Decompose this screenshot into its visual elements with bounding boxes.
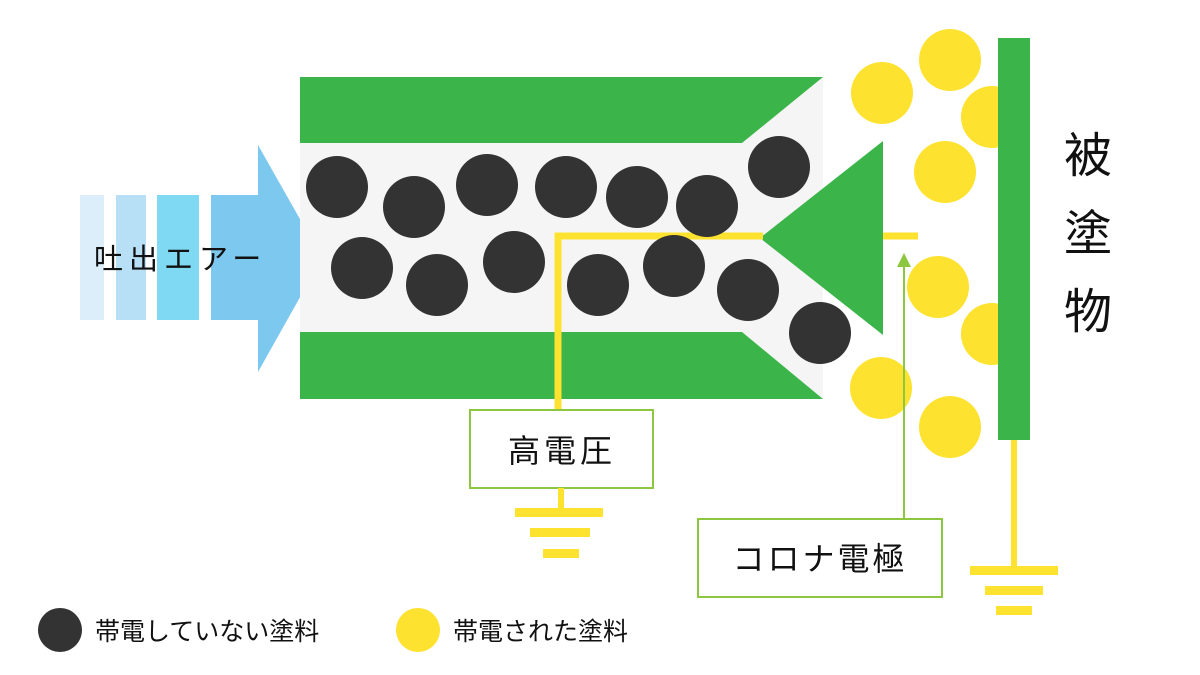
- target-label: 被 塗 物: [1064, 128, 1112, 340]
- uncharged-particle: [406, 254, 468, 316]
- charged-particle: [851, 62, 913, 124]
- svg-text:物: 物: [1064, 284, 1112, 340]
- uncharged-particle: [331, 237, 393, 299]
- uncharged-particle: [748, 136, 810, 198]
- legend-uncharged-swatch: [38, 608, 82, 652]
- uncharged-particle: [789, 302, 851, 364]
- corona-electrode-pointer: [897, 253, 911, 519]
- legend-uncharged-label: 帯電していない塗料: [95, 617, 319, 646]
- corona-electrode-tip: [760, 141, 883, 335]
- uncharged-particle: [383, 176, 445, 238]
- charged-particle: [907, 256, 969, 318]
- target-object-plate: [998, 38, 1030, 440]
- uncharged-particle: [456, 154, 518, 216]
- corona-electrode-box: [697, 518, 943, 598]
- discharge-air-label: 吐出エアー: [94, 242, 267, 276]
- discharge-air-arrow: [80, 145, 322, 372]
- svg-text:被: 被: [1064, 128, 1112, 184]
- uncharged-particle: [606, 166, 668, 228]
- svg-text:塗: 塗: [1064, 206, 1112, 262]
- legend-charged-swatch: [396, 608, 440, 652]
- nozzle-upper-wall: [300, 77, 823, 143]
- high-voltage-label: 高電圧: [508, 432, 616, 470]
- high-voltage-ground: [515, 488, 603, 558]
- uncharged-particle: [567, 254, 629, 316]
- uncharged-particle: [676, 175, 738, 237]
- uncharged-paint-particles: [306, 136, 851, 364]
- uncharged-particle: [306, 156, 368, 218]
- uncharged-particle: [535, 156, 597, 218]
- charged-particle: [850, 357, 912, 419]
- uncharged-particle: [717, 259, 779, 321]
- charged-particle: [914, 141, 976, 203]
- high-voltage-wire: [554, 232, 918, 410]
- corona-electrode-label: コロナ電極: [732, 540, 907, 578]
- uncharged-particle: [483, 231, 545, 293]
- charged-particle: [919, 29, 981, 91]
- legend: 帯電していない塗料 帯電された塗料: [38, 608, 628, 652]
- legend-charged-label: 帯電された塗料: [453, 617, 628, 646]
- target-ground-wire: [970, 440, 1058, 615]
- uncharged-particle: [643, 235, 705, 297]
- charged-particle: [919, 396, 981, 458]
